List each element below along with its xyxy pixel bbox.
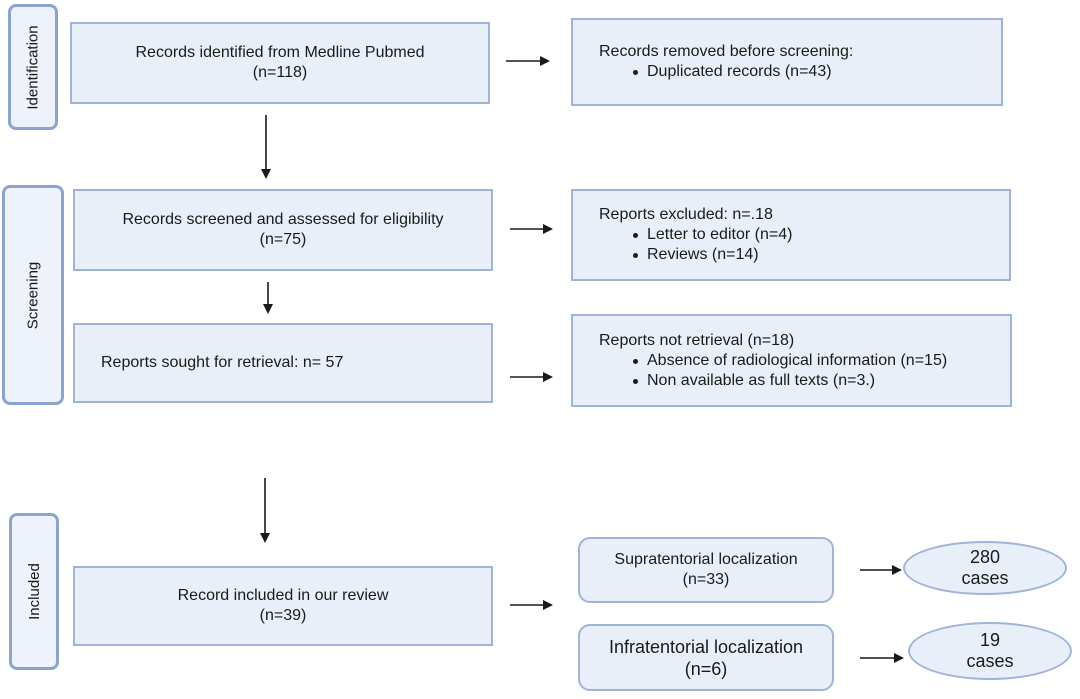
supra-cases-number: 280 (969, 547, 1001, 567)
identification-count: (n=118) (252, 64, 308, 81)
infra-box: Infratentorial localization (n=6) (578, 624, 834, 691)
identification-title: Records identified from Medline Pubmed (135, 44, 425, 61)
infra-cases-label: cases (966, 651, 1014, 671)
not-retrieved-list: Absence of radiological information (n=1… (599, 351, 984, 391)
removed-list: Duplicated records (n=43) (599, 62, 975, 82)
excluded-item: Letter to editor (n=4) (633, 225, 983, 245)
sought-title: Reports sought for retrieval: n= 57 (101, 354, 344, 371)
infra-count: (n=6) (684, 658, 728, 679)
not-retrieved-item: Non available as full texts (n=3.) (633, 371, 984, 391)
not-retrieved-item: Absence of radiological information (n=1… (633, 351, 984, 371)
infra-cases-number: 19 (979, 630, 1001, 650)
included-title: Record included in our review (177, 587, 389, 604)
supra-box: Supratentorial localization (n=33) (578, 537, 834, 603)
excluded-list: Letter to editor (n=4) Reviews (n=14) (599, 225, 983, 265)
screened-box: Records screened and assessed for eligib… (73, 189, 493, 271)
stage-included: Included (9, 513, 59, 670)
infra-title: Infratentorial localization (608, 636, 804, 657)
removed-item: Duplicated records (n=43) (633, 62, 975, 82)
not-retrieved-box: Reports not retrieval (n=18) Absence of … (571, 314, 1012, 407)
identification-box: Records identified from Medline Pubmed (… (70, 22, 490, 104)
removed-box: Records removed before screening: Duplic… (571, 18, 1003, 106)
included-count: (n=39) (259, 607, 307, 624)
screened-count: (n=75) (259, 231, 307, 248)
supra-title: Supratentorial localization (614, 551, 798, 568)
infra-cases-oval: 19 cases (908, 622, 1072, 680)
supra-count: (n=33) (682, 571, 730, 588)
removed-title: Records removed before screening: (599, 43, 854, 60)
stage-screening: Screening (2, 185, 64, 405)
excluded-title: Reports excluded: n=.18 (599, 206, 773, 223)
stage-identification: Identification (8, 4, 58, 130)
excluded-item: Reviews (n=14) (633, 245, 983, 265)
sought-box: Reports sought for retrieval: n= 57 (73, 323, 493, 403)
supra-cases-label: cases (961, 568, 1009, 588)
included-box: Record included in our review (n=39) (73, 566, 493, 646)
not-retrieved-title: Reports not retrieval (n=18) (599, 331, 795, 349)
supra-cases-oval: 280 cases (903, 541, 1067, 595)
excluded-box: Reports excluded: n=.18 Letter to editor… (571, 189, 1011, 281)
screened-title: Records screened and assessed for eligib… (122, 211, 444, 228)
